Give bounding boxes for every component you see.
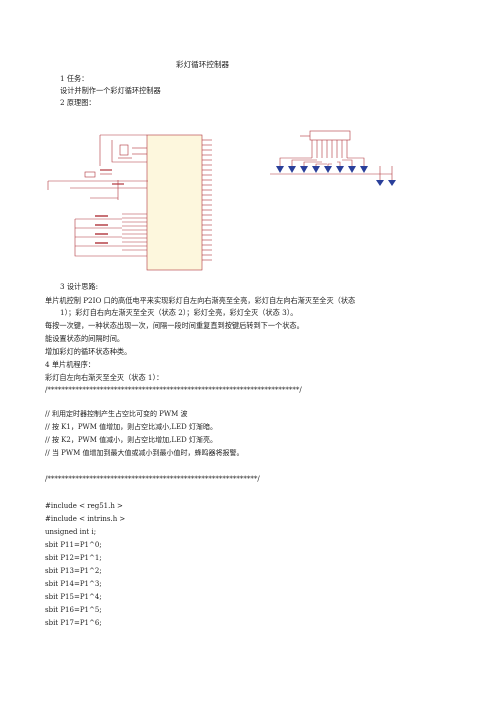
section-3-line-1b: 1）；彩灯自右向左渐灭至全灭（状态 2）；彩灯全亮，彩灯全灭（状态 3）。: [60, 308, 298, 317]
code-line: sbit P17=P1^6;: [45, 619, 102, 627]
comment-line-2: // 按 K1，PWM 值增加，则占空比减小,LED 灯渐暗。: [45, 423, 217, 431]
button-array: [74, 215, 147, 257]
doc-title: 彩灯循环控制器: [176, 60, 230, 69]
led-array: [270, 140, 393, 182]
code-line: unsigned int i;: [45, 528, 97, 536]
section-4-heading: 4 单片机程序：: [45, 360, 95, 369]
code-line: sbit P14=P1^3;: [45, 580, 102, 588]
code-line: sbit P11=P1^0;: [45, 541, 102, 549]
mcu-left-pins: [122, 213, 147, 251]
section-2-heading: 2 原理图：: [60, 98, 96, 107]
section-1-text: 设计并制作一个彩灯循环控制器: [60, 86, 161, 95]
comment-line-1: // 利用定时器控制产生占空比可变的 PWM 波: [45, 410, 188, 418]
comment-line-3: // 按 K2，PWM 值减小，则占空比增加,LED 灯渐亮。: [45, 436, 217, 444]
comment-stars-top: /***************************************…: [45, 386, 302, 394]
section-3-line-1a: 单片机控制 P2IO 口的高低电平来实现彩灯自左向右渐亮至全亮，彩灯自左向右渐灭…: [45, 296, 356, 305]
code-line: sbit P16=P1^5;: [45, 606, 102, 614]
section-3-line-2: 每按一次键，一种状态出现一次，间隔一段时间重复直到按键后转到下一个状态。: [45, 321, 304, 330]
code-line: #include < reg51.h >: [45, 502, 123, 510]
code-line: sbit P12=P1^1;: [45, 554, 102, 562]
section-4-subheading: 彩灯自左向右渐灭至全灭（状态 1）：: [45, 373, 164, 382]
section-1-heading: 1 任务：: [60, 74, 89, 83]
schematic-diagram: [47, 130, 396, 271]
comment-stars-bottom: /***************************************…: [45, 475, 260, 483]
code-line: #include < intrins.h >: [45, 515, 126, 523]
section-3-line-4: 增加彩灯的循环状态种类。: [45, 347, 132, 356]
code-line: sbit P13=P1^2;: [45, 567, 102, 575]
comment-line-4: // 当 PWM 值增加到最大值或减小到最小值时，蜂鸣器将报警。: [45, 449, 244, 457]
code-line: sbit P15=P1^4;: [45, 593, 102, 601]
section-3-heading: 3 设计思路:: [60, 282, 99, 291]
section-3-line-3: 能设置状态的间隔时间。: [45, 334, 125, 343]
mcu-right-pins: [202, 139, 212, 261]
